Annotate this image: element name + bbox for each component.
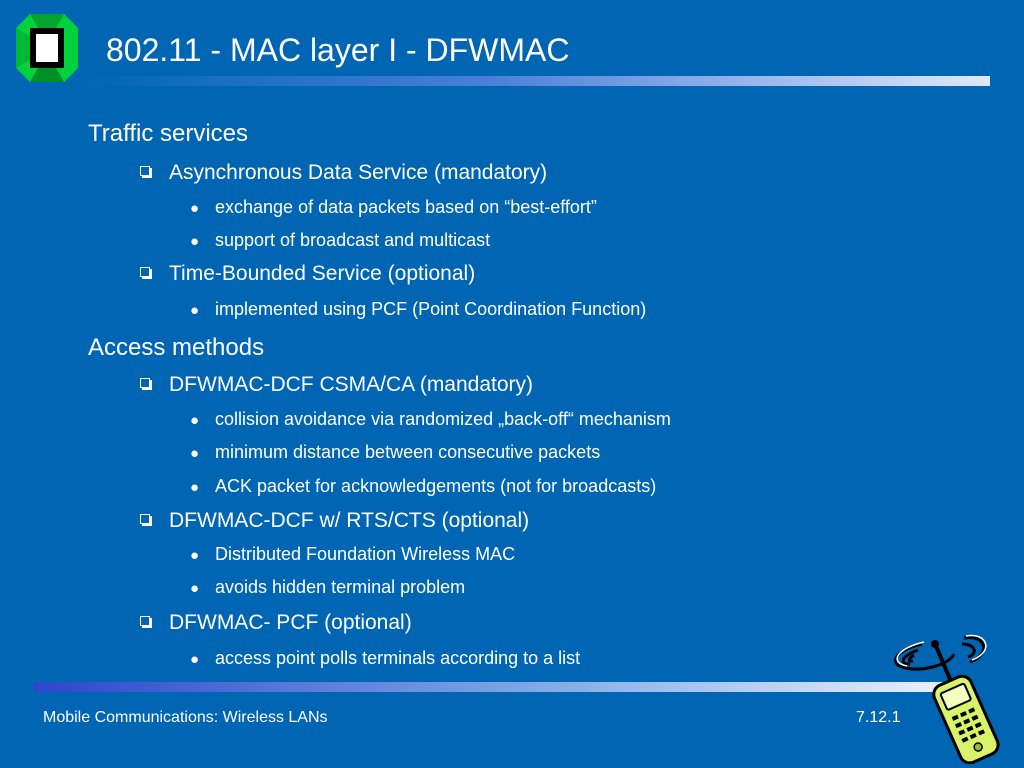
square-bullet-icon (140, 166, 150, 177)
square-bullet-icon (140, 378, 150, 389)
bullet-text: Access methods (88, 334, 265, 361)
bullet-level2: Asynchronous Data Service (mandatory) (140, 159, 547, 187)
bullet-level3: ● collision avoidance via randomized „bac… (190, 407, 671, 433)
bullet-text: ACK packet for acknowledgements (not for… (215, 476, 657, 496)
slide-title: 802.11 - MAC layer I - DFWMAC (106, 32, 570, 68)
bullet-level1: Access methods (88, 333, 264, 363)
square-bullet-icon (140, 514, 150, 525)
bullet-text: avoids hidden terminal problem (215, 577, 466, 597)
round-bullet-icon: ● (190, 233, 200, 250)
bullet-text: Traffic services (88, 120, 249, 147)
bullet-level3: ● implemented using PCF (Point Coordinati… (190, 297, 646, 323)
bullet-level3: ● access point polls terminals according … (190, 646, 580, 672)
bullet-text: support of broadcast and multicast (215, 230, 491, 250)
bullet-level3: ● Distributed Foundation Wireless MAC (190, 542, 515, 568)
bullet-level2: DFWMAC-DCF w/ RTS/CTS (optional) (140, 507, 529, 535)
bullet-text: implemented using PCF (Point Coordinatio… (215, 299, 647, 319)
bullet-text: Distributed Foundation Wireless MAC (215, 544, 516, 564)
bullet-level2: DFWMAC- PCF (optional) (140, 609, 412, 637)
round-bullet-icon: ● (190, 412, 200, 429)
bullet-text: DFWMAC-DCF w/ RTS/CTS (optional) (169, 509, 530, 532)
university-logo-icon (16, 14, 78, 82)
bullet-text: DFWMAC- PCF (optional) (169, 611, 412, 634)
bullet-level3: ● avoids hidden terminal problem (190, 575, 465, 601)
square-bullet-icon (140, 616, 150, 627)
round-bullet-icon: ● (190, 651, 200, 668)
footer-slide-number: 7.12.1 (856, 709, 901, 726)
bullet-text: minimum distance between consecutive pac… (215, 442, 601, 462)
title-divider (84, 76, 990, 86)
bullet-level1: Traffic services (88, 119, 248, 149)
footer-course-title: Mobile Communications: Wireless LANs (43, 709, 328, 726)
round-bullet-icon: ● (190, 479, 200, 496)
round-bullet-icon: ● (190, 445, 200, 462)
bullet-level2: Time-Bounded Service (optional) (140, 260, 475, 288)
round-bullet-icon: ● (190, 547, 200, 564)
round-bullet-icon: ● (190, 200, 200, 217)
bullet-text: Asynchronous Data Service (mandatory) (169, 161, 548, 184)
square-bullet-icon (140, 267, 150, 278)
mobile-phone-antenna-icon (893, 634, 1000, 764)
bullet-level3: ● minimum distance between consecutive pa… (190, 440, 600, 466)
bullet-text: access point polls terminals according t… (215, 648, 581, 668)
bullet-level3: ● exchange of data packets based on “best… (190, 195, 597, 221)
bullet-text: exchange of data packets based on “best-… (215, 197, 597, 217)
footer-divider (34, 682, 944, 692)
bullet-level2: DFWMAC-DCF CSMA/CA (mandatory) (140, 371, 533, 399)
bullet-level3: ● support of broadcast and multicast (190, 228, 490, 254)
bullet-text: DFWMAC-DCF CSMA/CA (mandatory) (169, 373, 534, 396)
bullet-text: collision avoidance via randomized „back… (215, 409, 671, 429)
bullet-level3: ● ACK packet for acknowledgements (not fo… (190, 474, 656, 500)
round-bullet-icon: ● (190, 580, 200, 597)
bullet-text: Time-Bounded Service (optional) (169, 262, 476, 285)
round-bullet-icon: ● (190, 302, 200, 319)
